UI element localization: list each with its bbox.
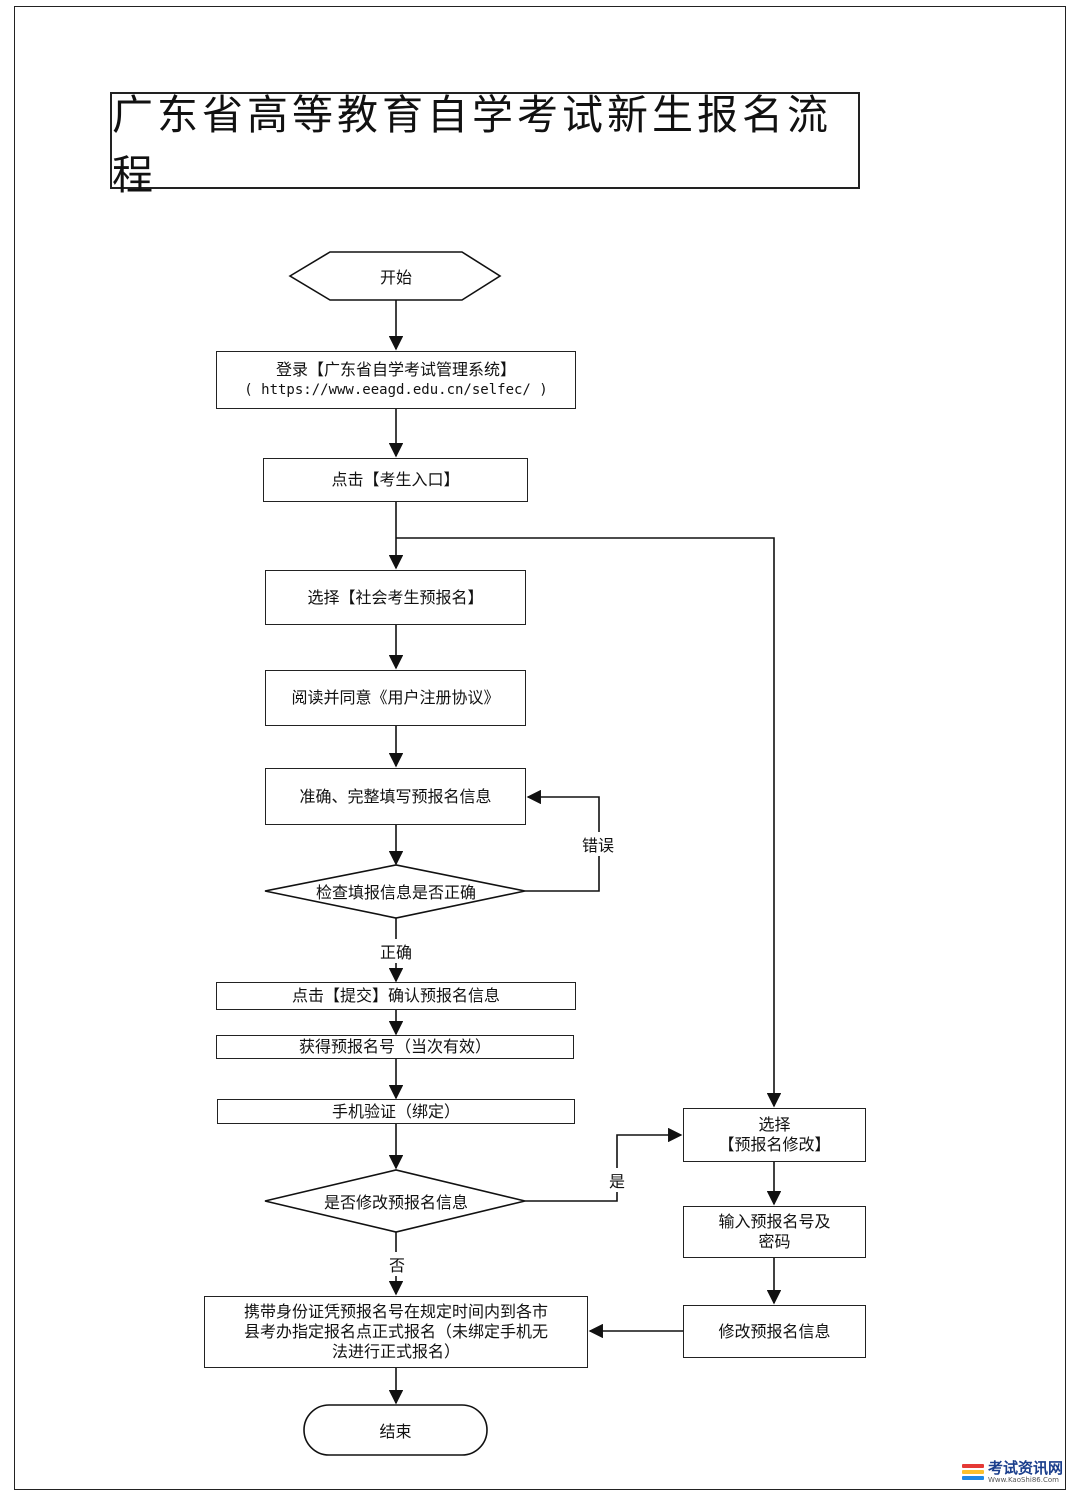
click-entry-label: 点击【考生入口】 (331, 470, 460, 489)
login-label: 登录【广东省自学考试管理系统】 (275, 360, 516, 379)
choose-modify-line2: 【预报名修改】 (718, 1135, 831, 1154)
modify-decision-label: 是否修改预报名信息 (323, 1193, 468, 1212)
arrow-entry-to-modify (396, 537, 782, 1108)
end-shape (303, 1404, 488, 1456)
arrow-yes-modify (525, 1127, 683, 1202)
modify-info-label: 修改预报名信息 (718, 1321, 831, 1341)
submit-node: 点击【提交】确认预报名信息 (216, 982, 576, 1010)
edge-label-no: 否 (387, 1252, 408, 1276)
choose-prereg-node: 选择【社会考生预报名】 (265, 570, 526, 625)
submit-label: 点击【提交】确认预报名信息 (291, 986, 500, 1005)
book-icon (962, 1464, 984, 1480)
click-entry-node: 点击【考生入口】 (263, 458, 528, 502)
logo-url: Www.KaoShi86.Com (988, 1476, 1059, 1484)
phone-verify-label: 手机验证（绑定） (331, 1101, 460, 1121)
end-node: 结束 (304, 1405, 487, 1455)
input-number-node: 输入预报名号及 密码 (683, 1206, 866, 1258)
login-url: ( https://www.eeagd.edu.cn/selfec/ ) (244, 382, 548, 398)
read-agree-node: 阅读并同意《用户注册协议》 (265, 670, 526, 726)
fill-info-label: 准确、完整填写预报名信息 (299, 786, 492, 806)
edge-label-correct: 正确 (378, 939, 415, 963)
start-shape (288, 251, 502, 301)
title-box: 广东省高等教育自学考试新生报名流程 (110, 91, 860, 199)
edge-label-yes: 是 (607, 1168, 628, 1192)
final-register-node: 携带身份证凭预报名号在规定时间内到各市 县考办指定报名点正式报名（未绑定手机无 … (204, 1296, 588, 1368)
phone-verify-node: 手机验证（绑定） (217, 1099, 575, 1124)
final-register-line3: 法进行正式报名） (331, 1342, 460, 1361)
final-register-line2: 县考办指定报名点正式报名（未绑定手机无 (243, 1322, 548, 1341)
edge-label-error: 错误 (580, 832, 617, 856)
input-number-line1: 输入预报名号及 (718, 1212, 831, 1231)
logo-name: 考试资讯网 (988, 1459, 1064, 1477)
choose-modify-node: 选择 【预报名修改】 (683, 1108, 866, 1162)
page-title: 广东省高等教育自学考试新生报名流程 (112, 90, 832, 199)
start-label: 开始 (379, 268, 412, 287)
final-register-line1: 携带身份证凭预报名号在规定时间内到各市 (243, 1302, 548, 1321)
fill-info-node: 准确、完整填写预报名信息 (265, 768, 526, 825)
get-number-label: 获得预报名号（当次有效） (298, 1037, 491, 1056)
start-node: 开始 (330, 252, 462, 300)
input-number-line2: 密码 (758, 1232, 791, 1251)
page-border (14, 6, 1066, 1490)
end-label: 结束 (379, 1422, 412, 1441)
modify-info-node: 修改预报名信息 (683, 1305, 866, 1358)
check-decision-node: 检查填报信息是否正确 (290, 876, 502, 906)
site-logo: 考试资讯网 Www.KaoShi86.Com (962, 1460, 1063, 1484)
modify-decision-node: 是否修改预报名信息 (290, 1186, 502, 1216)
read-agree-label: 阅读并同意《用户注册协议》 (291, 688, 500, 707)
choose-modify-line1: 选择 (758, 1115, 791, 1134)
login-node: 登录【广东省自学考试管理系统】 ( https://www.eeagd.edu.… (216, 351, 576, 409)
check-decision-label: 检查填报信息是否正确 (315, 883, 476, 902)
get-number-node: 获得预报名号（当次有效） (216, 1035, 574, 1059)
choose-prereg-label: 选择【社会考生预报名】 (307, 587, 484, 607)
